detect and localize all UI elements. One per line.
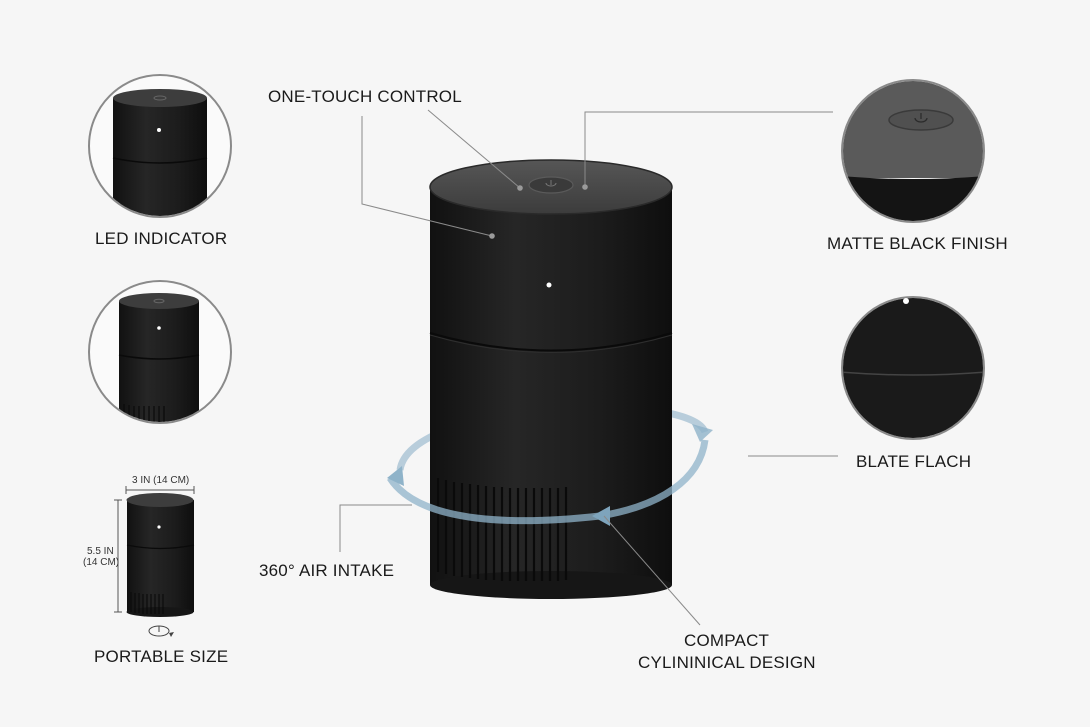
- thumbnail-led: [88, 74, 232, 218]
- thumbnail-blate: [841, 296, 985, 440]
- airflow-arrow-icon: [592, 506, 610, 526]
- thumbnail-matte-finish: [841, 79, 985, 223]
- label-blate-flach: BLATE FLACH: [856, 452, 972, 471]
- label-air-intake: 360° AIR INTAKE: [259, 561, 395, 580]
- size-diagram: [114, 486, 195, 637]
- rotation-icon: [148, 625, 174, 637]
- airflow-arrow-icon: [387, 466, 404, 486]
- led-indicator-dot: [546, 282, 552, 288]
- airflow-arrow-icon: [692, 424, 713, 442]
- dimension-height: 5.5 IN: [87, 546, 114, 557]
- label-cylindrical-design: CYLININICAL DESIGN: [638, 653, 816, 672]
- label-led-indicator: LED INDICATOR: [95, 229, 228, 248]
- main-device: [387, 159, 713, 599]
- power-icon[interactable]: [528, 176, 574, 194]
- dimension-height-cm: (14 CM): [83, 557, 120, 568]
- airflow-arc-front: [387, 439, 709, 525]
- label-portable-size: PORTABLE SIZE: [94, 647, 229, 666]
- thumbnail-device: [88, 280, 232, 424]
- callout-lines: [339, 109, 838, 626]
- dimension-width: 3 IN (14 CM): [132, 475, 190, 486]
- label-matte-black-finish: MATTE BLACK FINISH: [827, 234, 1008, 253]
- label-compact: COMPACT: [684, 631, 770, 650]
- label-one-touch-control: ONE-TOUCH CONTROL: [268, 87, 462, 106]
- air-vents: [436, 478, 568, 581]
